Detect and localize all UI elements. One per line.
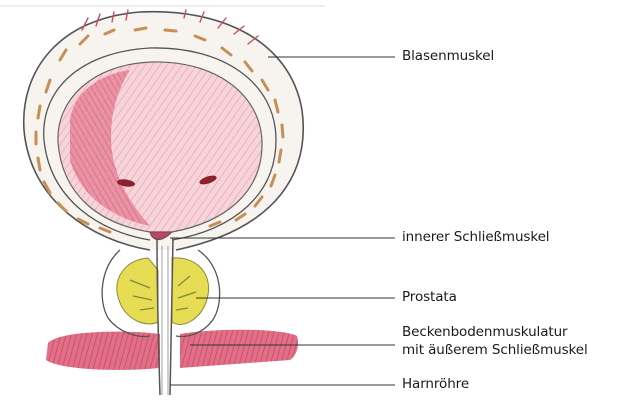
label-inner-sphincter: innerer Schließmuskel	[402, 229, 549, 246]
urethra	[157, 238, 173, 395]
label-pelvic-floor-line2: mit äußerem Schließmuskel	[402, 342, 588, 359]
label-urethra: Harnröhre	[402, 376, 469, 393]
label-prostate: Prostata	[402, 289, 457, 306]
label-pelvic-floor-line1: Beckenbodenmuskulatur	[402, 324, 567, 341]
label-bladder-muscle: Blasenmuskel	[402, 48, 494, 65]
prostate	[117, 258, 209, 325]
pelvic-floor-muscle	[46, 330, 298, 370]
